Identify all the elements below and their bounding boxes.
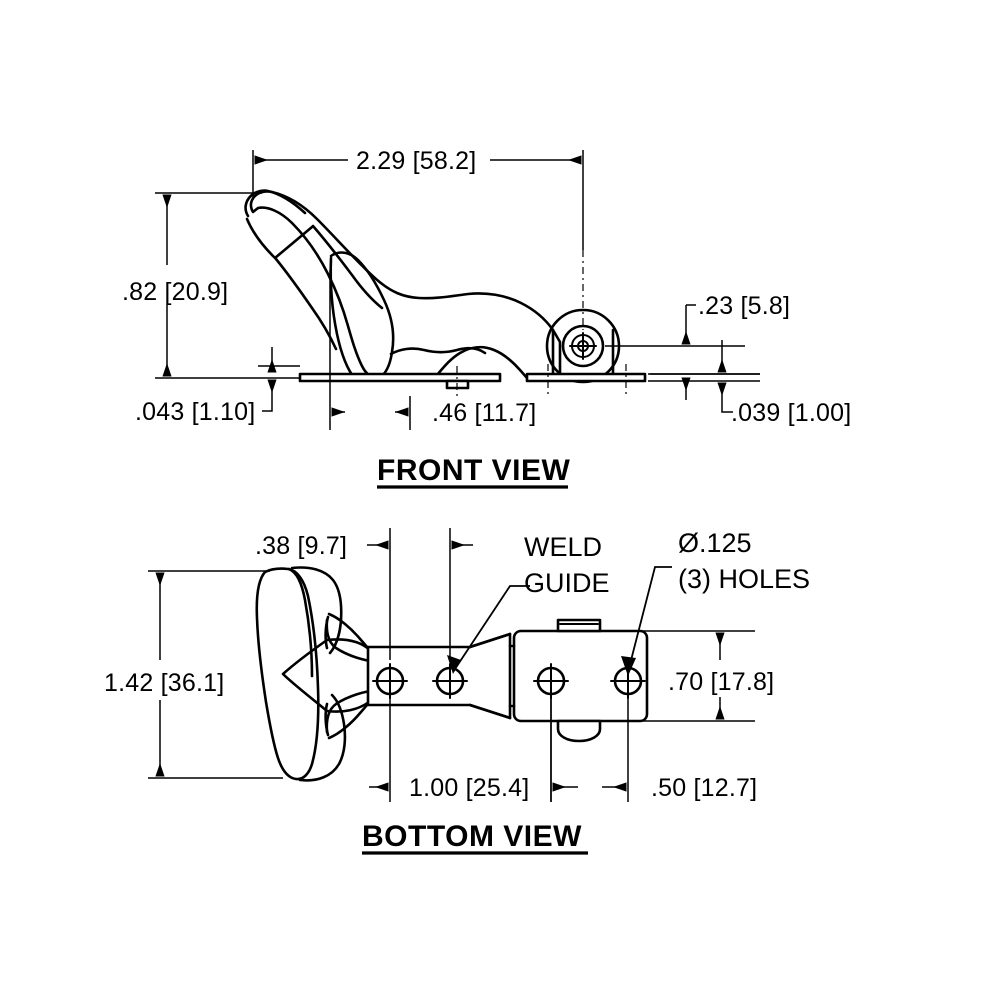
- dim-base-plate-gap: .043 [1.10]: [135, 347, 300, 426]
- dim-label-plate-thickness: .039 [1.00]: [731, 399, 851, 427]
- bottom-view-wedge-neck-bottom: [324, 702, 330, 737]
- bottom-view-wedge-left: [281, 638, 329, 713]
- weld-guide-arrowhead: [447, 655, 461, 674]
- dim-label-hole-spacing-1: 1.00 [25.4]: [409, 774, 529, 802]
- front-view-title: FRONT VIEW: [377, 454, 571, 487]
- holes-note-arrowhead: [621, 656, 636, 676]
- dim-hole-spacing-1: 1.00 [25.4]: [369, 694, 552, 802]
- bottom-view-handle-bar: [255, 567, 320, 781]
- front-view-group: 2.29 [58.2] .82 [20.9] .043 [1.10]: [122, 147, 851, 489]
- front-view-catch-tongue-inner: [329, 256, 357, 381]
- bottom-view-wedge-neck-top: [324, 615, 330, 650]
- dim-label-handle-width: 1.42 [36.1]: [104, 669, 224, 697]
- dim-jog-thk: [721, 403, 733, 413]
- dim-plate-thickness: .039 [1.00]: [648, 340, 851, 427]
- dim-bracket-offset: .46 [11.7]: [329, 270, 536, 430]
- bottom-view-bracket-nub-top: [556, 618, 602, 633]
- weld-guide-note-line1: WELD: [524, 532, 602, 562]
- front-view-catch-tongue: [329, 251, 395, 381]
- holes-note-line2: (3) HOLES: [678, 564, 810, 594]
- front-view-hinge-pin-outer: [561, 324, 605, 368]
- bottom-view-hole-2: [432, 663, 468, 699]
- dim-label-hinge-pin-height: .23 [5.8]: [698, 292, 790, 320]
- bottom-view-hinge-bracket: [512, 629, 649, 723]
- front-view-lever-grip-edge: [245, 217, 276, 259]
- weld-guide-note-line2: GUIDE: [524, 568, 610, 598]
- front-view-hinge-bracket: [551, 328, 615, 380]
- dim-label-bracket-offset: .46 [11.7]: [432, 399, 536, 427]
- holes-note-leader: [627, 566, 672, 673]
- holes-note-line1: Ø.125: [678, 528, 752, 558]
- dim-label-hole-spacing-2: .50 [12.7]: [651, 774, 757, 802]
- bottom-view-handle-inner-left: [287, 567, 314, 678]
- bottom-view-strap-taper-top: [468, 632, 512, 649]
- bottom-view-title-group: BOTTOM VIEW: [362, 820, 588, 855]
- bottom-view-grip-lobe-bottom: [298, 693, 347, 782]
- front-view-lever-grip: [244, 189, 307, 218]
- dim-overall-height: .82 [20.9]: [122, 192, 300, 379]
- dim-label-handle-thickness: .38 [9.7]: [255, 532, 347, 560]
- dim-label-overall-height: .82 [20.9]: [122, 278, 228, 306]
- holes-note-group: Ø.125 (3) HOLES: [621, 528, 810, 676]
- front-view-grip-band: [273, 225, 314, 260]
- dim-label-bracket-width: .70 [17.8]: [668, 668, 774, 696]
- bottom-view-title: BOTTOM VIEW: [362, 820, 582, 853]
- bottom-view-strap-taper-bottom: [468, 703, 512, 720]
- dim-handle-width: 1.42 [36.1]: [104, 570, 283, 779]
- front-view-part-geometry: [244, 189, 647, 396]
- dim-hinge-pin-height: .23 [5.8]: [605, 292, 790, 400]
- front-view-lever-inner-2: [311, 224, 384, 310]
- dim-hole-spacing-2: .50 [12.7]: [550, 694, 757, 802]
- dim-overall-length: 2.29 [58.2]: [252, 147, 584, 250]
- bottom-view-part-geometry: [255, 566, 649, 782]
- dim-label-base-plate-gap: .043 [1.10]: [135, 398, 255, 426]
- bottom-view-group: 1.42 [36.1] .38 [9.7] WELD GUIDE: [104, 528, 810, 855]
- dim-jog-leader: [262, 400, 273, 412]
- front-view-body-foot: [389, 347, 487, 356]
- dim-handle-thickness: .38 [9.7]: [255, 528, 473, 660]
- weld-guide-note-group: WELD GUIDE: [447, 532, 610, 674]
- bottom-view-bracket-nub-bottom: [556, 719, 602, 743]
- weld-guide-leader: [452, 585, 530, 673]
- dim-bracket-width: .70 [17.8]: [600, 630, 774, 722]
- dim-label-overall-length: 2.29 [58.2]: [356, 147, 476, 175]
- front-view-right-base-plate: [525, 372, 647, 383]
- front-view-title-group: FRONT VIEW: [377, 454, 571, 489]
